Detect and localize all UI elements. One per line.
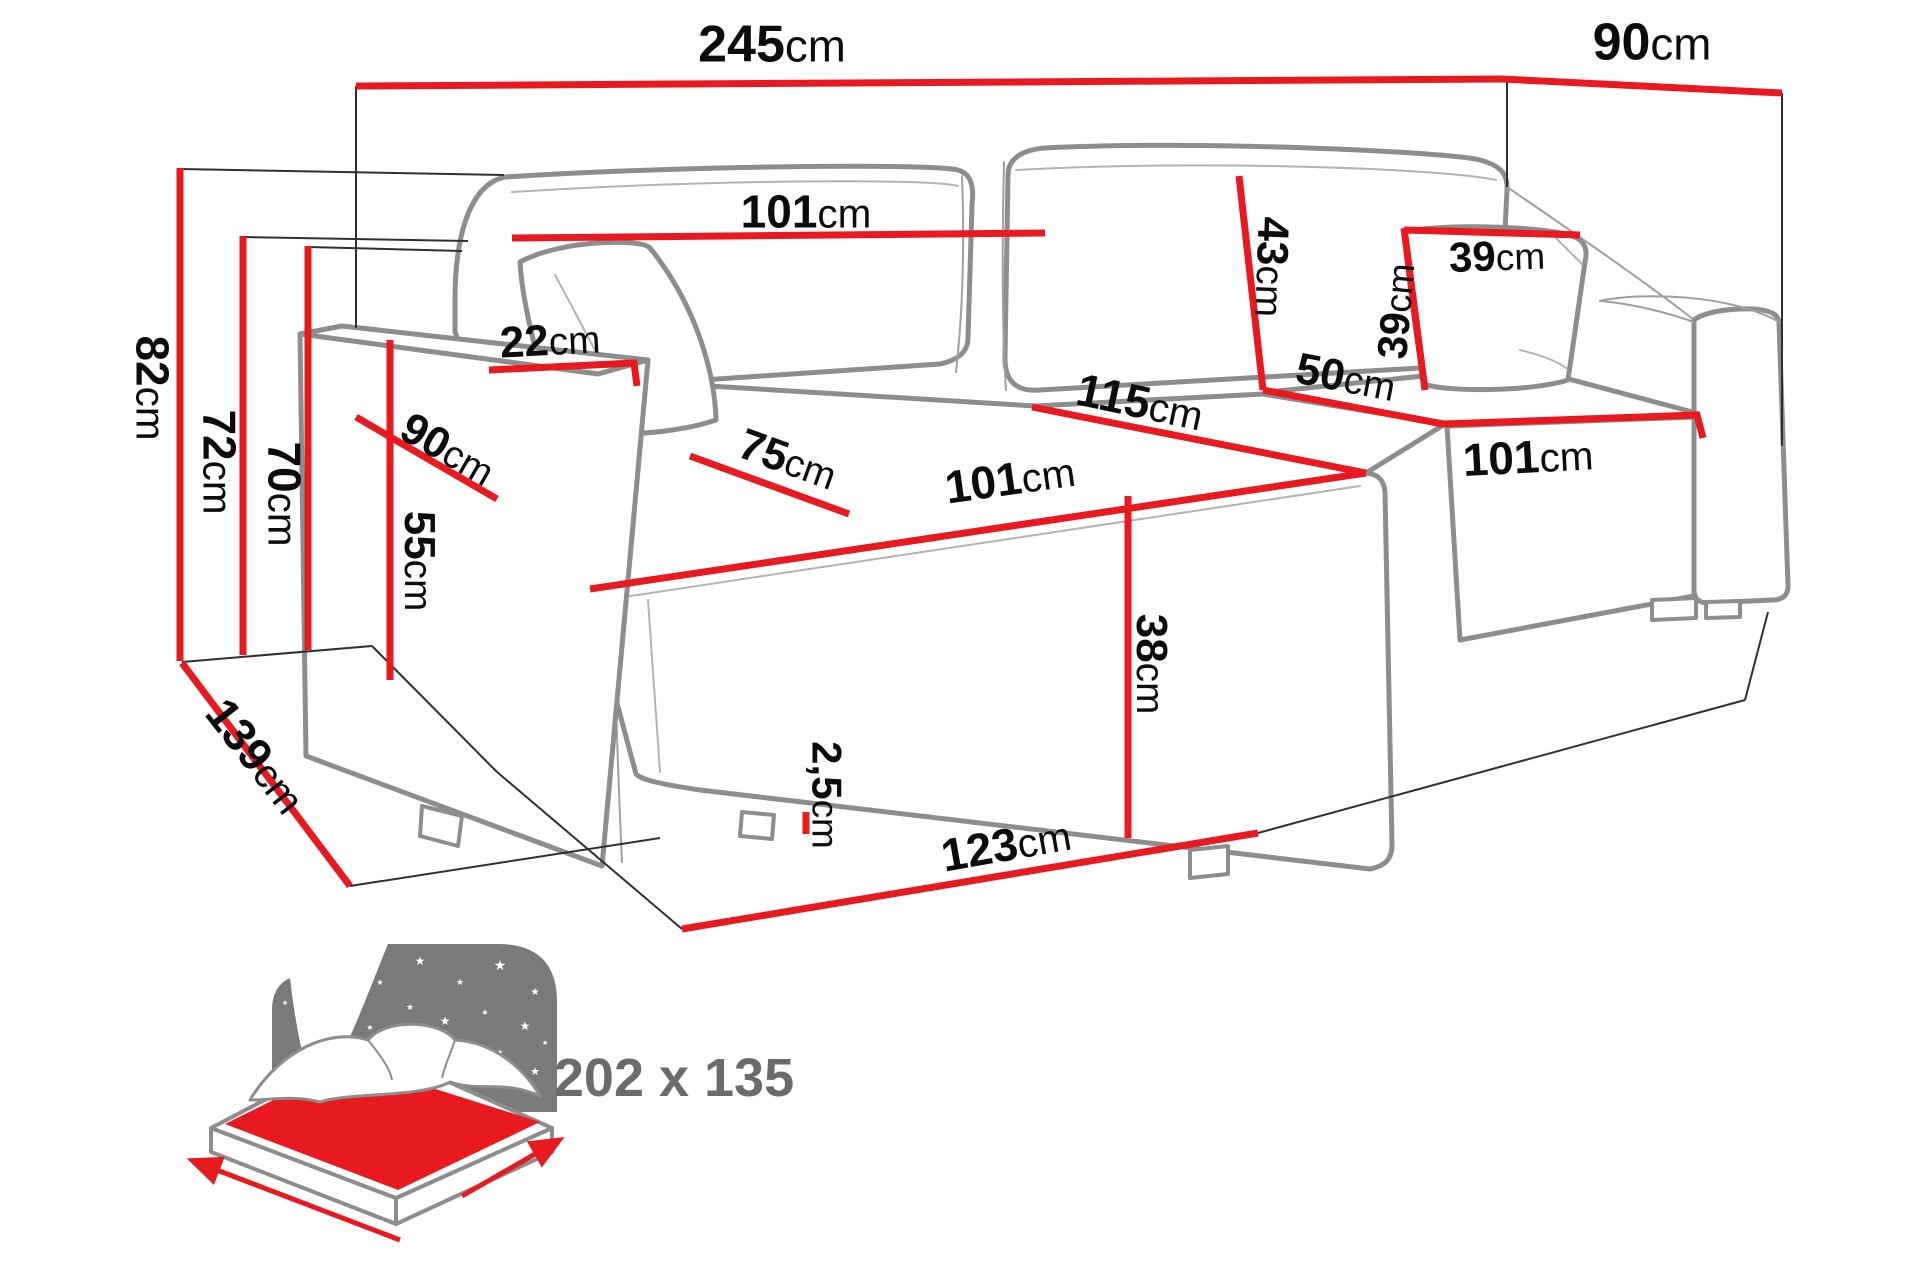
star-icon: ★ [456,978,464,988]
construction-line [307,246,463,252]
star-icon: ★ [542,1039,548,1047]
bed-length-arrow [460,1137,565,1199]
construction-line [181,645,373,663]
star-icon: ★ [494,958,507,974]
dim-arm-depth-line [354,413,499,503]
backrest-fold-line [955,161,1007,391]
backrest-crease [511,164,1497,193]
construction-line [242,236,469,242]
right-arm-top-edge [1599,295,1780,323]
dim-right-seat-width-line [1442,411,1707,439]
dim-arm-width-line [488,359,641,387]
construction-line [1744,611,1769,701]
star-icon: ★ [520,1019,531,1033]
dim-backrest-cushion-height-line [1235,175,1267,391]
dim-overall-depth-right-label: 90cm [1593,14,1712,72]
dim-overall-width-line [355,75,1503,90]
star-icon: ★ [366,1023,373,1032]
dim-backrest-width-label: 101cm [741,186,872,238]
star-icon: ★ [481,1008,488,1017]
dim-pillow-height-line [1400,227,1429,391]
star-icon: ★ [282,999,288,1007]
dim-backrest-cushion-height-label: 43cm [1245,216,1297,318]
star-icon: ★ [341,992,350,1003]
dim-height-backrest-label: 72cm [193,409,245,514]
star-icon: ★ [376,978,383,987]
dim-pillow-width-line [1403,226,1581,239]
sleeping-area-icon: ★★★★★★★★★★★★★★★★★★★★★★★★★★ 202 x 135 [186,944,794,1243]
star-icon: ★ [304,963,317,979]
dim-depth-left-line [179,660,353,889]
dim-right-seat-width-label: 101cm [1461,427,1594,486]
sofa-leg [418,804,464,848]
dim-height-arm-label: 70cm [258,441,310,546]
sofa-right-arm [1691,306,1791,606]
dim-overall-depth-right-line [1501,75,1783,97]
dim-leg-clearance-label: 2,5cm [804,741,851,849]
chaise-front-crease [603,485,1361,773]
sofa-leg [1650,596,1698,622]
corner-back-edge [1506,186,1695,321]
dim-overall-width-label: 245cm [698,16,846,74]
star-icon: ★ [531,987,540,998]
dim-seat-depth-line [1031,403,1367,477]
construction-line [496,771,683,930]
star-icon: ★ [296,1023,304,1033]
dim-pillow-height-label: 39cm [1368,261,1423,361]
construction-line [179,168,505,176]
construction-line [1257,699,1746,834]
bed-width-arrow [186,1156,401,1243]
star-icon: ★ [496,1048,503,1057]
dim-depth-left-label: 139cm [196,688,317,823]
dim-pillow-width-label: 39cm [1448,231,1546,281]
dim-front-floor-width-line [681,829,1259,933]
construction-line [349,837,661,887]
star-icon: ★ [440,1014,451,1028]
sofa-illustration [297,142,1791,880]
dim-seat-height-label: 38cm [1127,614,1176,715]
sofa-leg [738,810,776,841]
dim-chaise-front-width-label: 101cm [942,444,1079,514]
sofa-left-arm [297,331,651,869]
dim-seat-front-depth-line [688,452,851,518]
right-pillow-crease [1519,237,1583,369]
dim-height-total-label: 82cm [126,335,178,440]
sofa-backrest-right [1002,142,1510,393]
dim-corner-seat-width-label: 50cm [1292,344,1400,411]
dim-chaise-front-width-line [589,469,1367,593]
blanket-crease [367,1039,456,1081]
blanket [248,1022,542,1104]
dim-arm-front-height-label: 55cm [395,511,444,612]
bed-size-label: 202 x 135 [554,1048,794,1108]
star-icon: ★ [415,954,426,968]
dim-corner-seat-width-line [1262,386,1444,428]
dim-backrest-width-line [511,229,1046,242]
star-icon: ★ [530,1065,540,1078]
sofa-leg [1188,844,1230,880]
sofa-leg [1704,599,1742,620]
star-icon: ★ [406,1003,414,1013]
dim-arm-width-label: 22cm [499,313,602,367]
